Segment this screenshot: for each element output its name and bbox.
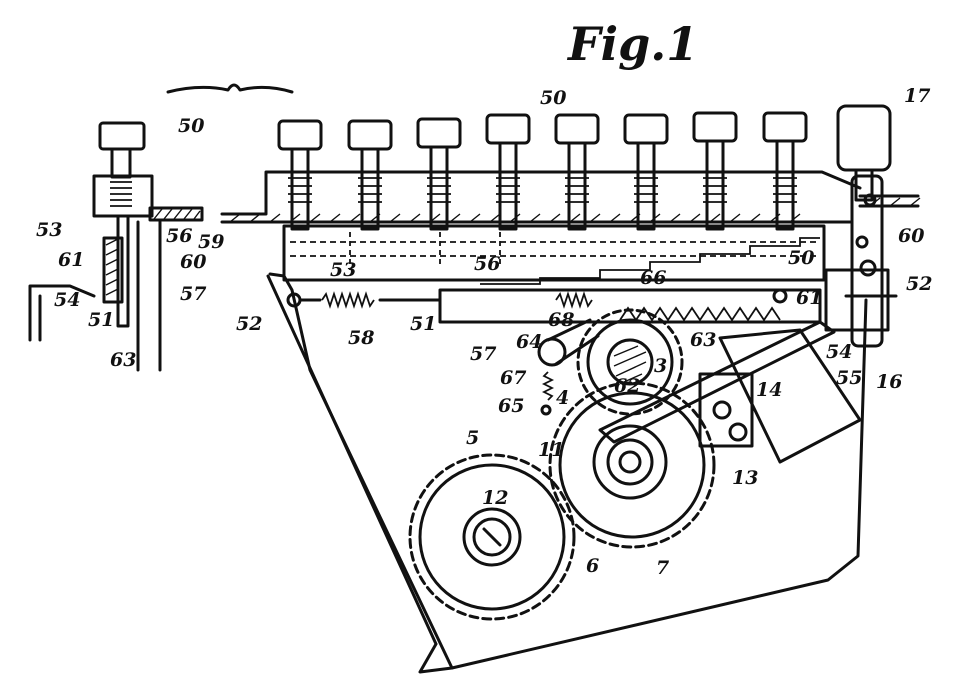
label-57-side: 57 xyxy=(180,283,206,305)
label-59: 59 xyxy=(198,231,224,253)
figure-title: Fig.1 xyxy=(566,17,698,71)
label-51-main: 51 xyxy=(410,313,436,335)
side-latch xyxy=(102,236,124,304)
label-53-side: 53 xyxy=(36,219,62,241)
key[interactable] xyxy=(762,111,808,231)
label-60-side: 60 xyxy=(180,251,206,273)
label-63-main: 63 xyxy=(690,329,716,351)
key[interactable] xyxy=(485,113,531,231)
key[interactable] xyxy=(277,119,323,231)
label-54-side: 54 xyxy=(54,289,80,311)
side-view xyxy=(28,121,204,372)
key[interactable] xyxy=(692,111,738,231)
key[interactable] xyxy=(416,117,462,231)
label-61-side: 61 xyxy=(58,249,84,271)
step-plate xyxy=(480,237,820,285)
label-12: 12 xyxy=(482,487,508,509)
rack-teeth xyxy=(619,306,781,322)
label-65: 65 xyxy=(498,395,524,417)
side-plate xyxy=(148,206,204,222)
spring-58 xyxy=(321,291,375,309)
label-63-side: 63 xyxy=(110,349,136,371)
label-64: 64 xyxy=(516,331,542,353)
brace-mark xyxy=(166,83,294,94)
rack-bar-57 xyxy=(438,288,822,324)
label-58: 58 xyxy=(348,327,374,349)
label-55: 55 xyxy=(836,367,862,389)
label-4: 4 xyxy=(556,387,569,409)
slide-housing xyxy=(282,224,826,282)
label-56-side: 56 xyxy=(166,225,192,247)
label-56-main: 56 xyxy=(474,253,500,275)
label-17: 17 xyxy=(904,85,930,107)
side-slide-bar xyxy=(116,214,130,328)
gear-6 xyxy=(548,381,716,549)
spring-65 xyxy=(541,371,555,401)
label-13: 13 xyxy=(732,467,758,489)
side-frame xyxy=(136,220,162,372)
lever-14 xyxy=(598,320,836,444)
right-assembly xyxy=(824,174,898,348)
key[interactable] xyxy=(554,113,600,231)
label-60-main: 60 xyxy=(898,225,924,247)
label-57-main: 57 xyxy=(470,343,496,365)
label-61-main: 61 xyxy=(796,287,822,309)
side-key-cap xyxy=(98,121,146,151)
label-14: 14 xyxy=(756,379,782,401)
key-17[interactable] xyxy=(836,104,892,202)
label-50-top: 50 xyxy=(540,87,566,109)
label-51-side: 51 xyxy=(88,309,114,331)
label-6: 6 xyxy=(586,555,599,577)
side-lever-54 xyxy=(28,284,96,342)
bracket-plate xyxy=(698,372,754,448)
key-row xyxy=(277,104,892,231)
side-spring xyxy=(110,181,132,207)
label-7: 7 xyxy=(656,557,669,579)
label-53-main: 53 xyxy=(330,259,356,281)
label-50-main: 50 xyxy=(788,247,814,269)
label-16: 16 xyxy=(876,371,902,393)
frame-plate xyxy=(268,272,868,670)
label-68: 68 xyxy=(548,309,574,331)
label-54-main: 54 xyxy=(826,341,852,363)
label-52-left: 52 xyxy=(236,313,262,335)
key[interactable] xyxy=(623,113,669,231)
side-key-stem xyxy=(110,147,132,179)
keyboard-plate xyxy=(220,170,862,216)
label-5: 5 xyxy=(466,427,479,449)
label-11: 11 xyxy=(538,439,564,461)
label-52-right: 52 xyxy=(906,273,932,295)
label-50-side: 50 xyxy=(178,115,204,137)
label-3: 3 xyxy=(654,355,667,377)
label-66: 66 xyxy=(640,267,666,289)
gear-5 xyxy=(408,453,576,621)
gear-3 xyxy=(576,308,684,416)
key[interactable] xyxy=(347,119,393,231)
label-62: 62 xyxy=(614,375,640,397)
label-67: 67 xyxy=(500,367,526,389)
